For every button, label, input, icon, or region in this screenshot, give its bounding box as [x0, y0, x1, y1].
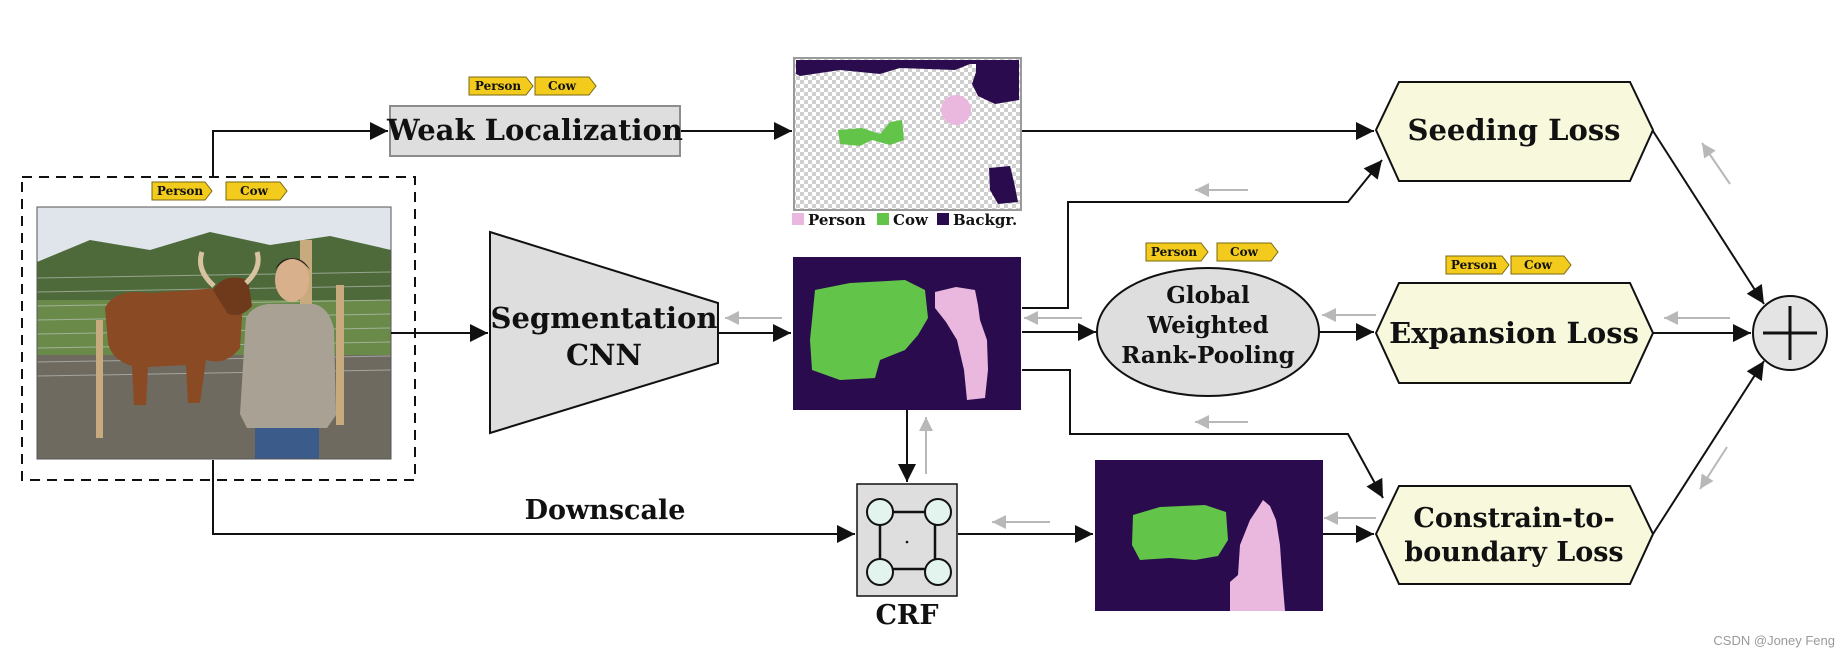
weak-localization-node: Weak Localization: [386, 105, 683, 157]
legend-swatch-cow: [877, 213, 889, 225]
svg-text:Person: Person: [1451, 258, 1497, 272]
legend-swatch-background: [937, 213, 949, 225]
svg-text:Person: Person: [475, 79, 521, 93]
legend-label-person: Person: [808, 211, 866, 229]
svg-text:Cow: Cow: [548, 79, 577, 93]
input-image-group: [21, 176, 416, 481]
svg-text:Cow: Cow: [1524, 258, 1553, 272]
expansion-loss-tags: Person Cow: [1445, 255, 1572, 275]
input-image-tags: Person Cow: [151, 181, 288, 201]
input-photo: [36, 206, 392, 460]
crf-output-map: [1095, 460, 1323, 611]
global-pooling-label-3: Rank-Pooling: [1121, 342, 1294, 369]
tag-cow-input: Cow: [225, 181, 288, 201]
expansion-loss-node: Expansion Loss: [1374, 282, 1655, 384]
seeding-loss-label: Seeding Loss: [1408, 113, 1621, 147]
svg-text:Cow: Cow: [1230, 245, 1259, 259]
backward-gradient-arrows: [725, 142, 1731, 529]
crf-node: CRF: [856, 483, 958, 631]
input-dashed-frame: [21, 176, 416, 481]
global-pooling-node: Global Weighted Rank-Pooling: [1096, 267, 1320, 397]
forward-connections: [212, 122, 1765, 543]
sum-node: [1752, 295, 1828, 371]
seed-map-image: [793, 57, 1022, 211]
tag-person-expansion: Person: [1445, 255, 1510, 275]
tag-cow-weak: Cow: [534, 76, 597, 96]
weak-localization-label: Weak Localization: [386, 113, 683, 147]
tag-cow-pooling: Cow: [1216, 242, 1279, 262]
segmentation-output-map: [793, 257, 1021, 410]
expansion-loss-label: Expansion Loss: [1389, 316, 1639, 350]
segmentation-cnn-label-1: Segmentation: [491, 301, 718, 335]
downscale-label: Downscale: [525, 495, 686, 526]
tag-person-weak: Person: [468, 76, 534, 96]
segmentation-cnn-label-2: CNN: [566, 338, 642, 372]
constrain-loss-label-2: boundary Loss: [1404, 537, 1623, 568]
global-pooling-label-1: Global: [1166, 282, 1250, 309]
tag-cow-expansion: Cow: [1510, 255, 1572, 275]
watermark-text: CSDN @Joney Feng: [1713, 633, 1835, 648]
legend-swatch-person: [792, 213, 804, 225]
constrain-loss-node: Constrain-to- boundary Loss: [1374, 485, 1655, 585]
seed-map-legend: Person Cow Backgr.: [792, 211, 1017, 229]
segmentation-cnn-node: Segmentation CNN: [489, 230, 719, 435]
svg-text:Person: Person: [157, 184, 203, 198]
weak-localization-tags: Person Cow: [468, 76, 597, 96]
seeding-loss-node: Seeding Loss: [1374, 81, 1655, 182]
svg-text:Person: Person: [1151, 245, 1197, 259]
pooling-tags: Person Cow: [1145, 242, 1279, 262]
legend-label-background: Backgr.: [953, 211, 1017, 229]
constrain-loss-label-1: Constrain-to-: [1413, 503, 1614, 534]
global-pooling-label-2: Weighted: [1146, 312, 1268, 339]
tag-person-input: Person: [151, 181, 213, 201]
tag-person-pooling: Person: [1145, 242, 1209, 262]
crf-label: CRF: [875, 600, 938, 631]
legend-label-cow: Cow: [893, 211, 929, 229]
svg-text:Cow: Cow: [240, 184, 269, 198]
